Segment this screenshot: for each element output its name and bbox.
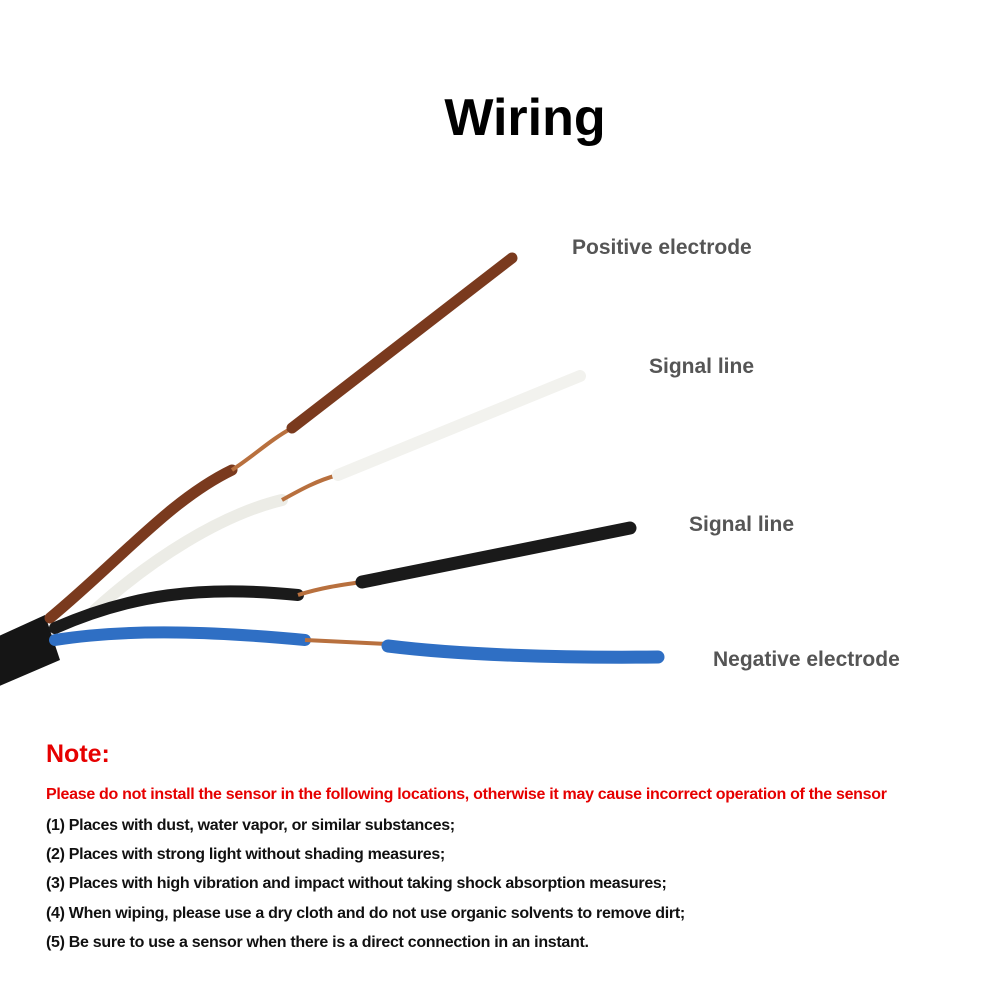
white-copper — [281, 473, 339, 502]
brown-wire-end — [286, 252, 518, 434]
white-wire-end — [332, 370, 586, 481]
note-item: (1) Places with dust, water vapor, or si… — [46, 817, 455, 834]
label-positive-electrode: Positive electrode — [572, 236, 752, 259]
blue-wire-end — [381, 639, 665, 664]
black-wire — [49, 585, 304, 634]
white-wire — [89, 494, 288, 616]
label-signal-line-white: Signal line — [649, 355, 755, 378]
page-title: Wiring — [444, 89, 606, 147]
black-wire-end — [355, 521, 637, 589]
note-list: (1) Places with dust, water vapor, or si… — [46, 816, 685, 962]
cable-jacket — [0, 615, 60, 686]
label-signal-line-black: Signal line — [689, 513, 795, 536]
brown-wire — [44, 464, 238, 624]
cable-photo — [0, 252, 665, 686]
note-item: (2) Places with strong light without sha… — [46, 846, 445, 864]
note-item: (5) Be sure to use a sensor when there i… — [46, 933, 589, 951]
blue-wire — [49, 626, 311, 646]
brown-copper — [230, 426, 293, 472]
note-heading: Note: — [46, 740, 110, 768]
label-negative-electrode: Negative electrode — [713, 648, 900, 671]
blue-copper — [304, 638, 389, 646]
note-warning: Please do not install the sensor in the … — [46, 786, 887, 803]
black-copper — [297, 580, 363, 597]
note-item: (3) Places with high vibration and impac… — [46, 875, 667, 893]
note-item: (4) When wiping, please use a dry cloth … — [46, 904, 685, 922]
